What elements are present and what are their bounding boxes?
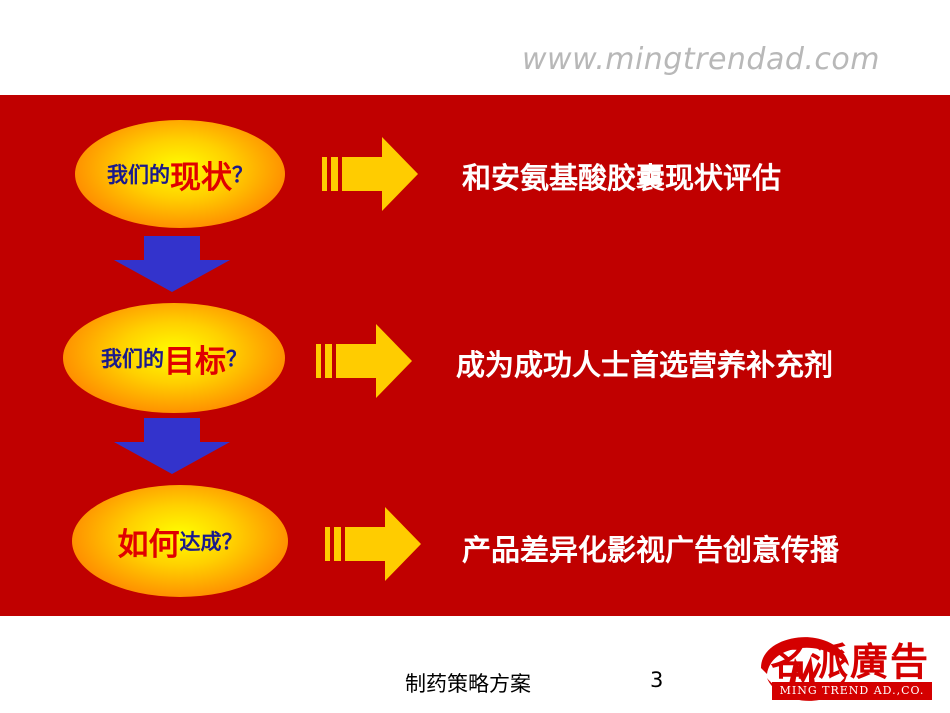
- step-2-keyword: 目标: [164, 343, 226, 380]
- step-2-statement: 成为成功人士首选营养补充剂: [456, 348, 834, 382]
- step-2-suffix: ？: [226, 346, 247, 371]
- right-arrow-icon: [322, 137, 418, 211]
- step-1-suffix: ？: [232, 162, 253, 187]
- logo-name: 名派廣告: [770, 639, 931, 684]
- step-oval-goal: 我们的目标？: [63, 303, 285, 413]
- down-arrow-icon: [114, 236, 230, 292]
- step-3-keyword: 如何: [117, 526, 180, 563]
- step-oval-current-status: 我们的现状？: [75, 120, 285, 228]
- step-3-suffix: 达成？: [179, 529, 243, 554]
- right-arrow-icon: [316, 324, 412, 398]
- step-3-statement: 产品差异化影视广告创意传播: [462, 533, 840, 567]
- right-arrow-icon: [325, 507, 421, 581]
- step-oval-how-to-achieve: 如何达成？: [72, 485, 288, 597]
- logo-subtitle: MING TREND AD.,CO.: [772, 682, 932, 700]
- page-number: 3: [650, 668, 664, 692]
- step-2-prefix: 我们的: [101, 346, 164, 371]
- step-1-statement: 和安氨基酸胶囊现状评估: [462, 161, 782, 195]
- website-url: www.mingtrendad.com: [522, 42, 880, 77]
- step-1-prefix: 我们的: [107, 162, 170, 187]
- footer-title: 制药策略方案: [405, 672, 531, 696]
- step-1-keyword: 现状: [170, 159, 232, 196]
- down-arrow-icon: [114, 418, 230, 474]
